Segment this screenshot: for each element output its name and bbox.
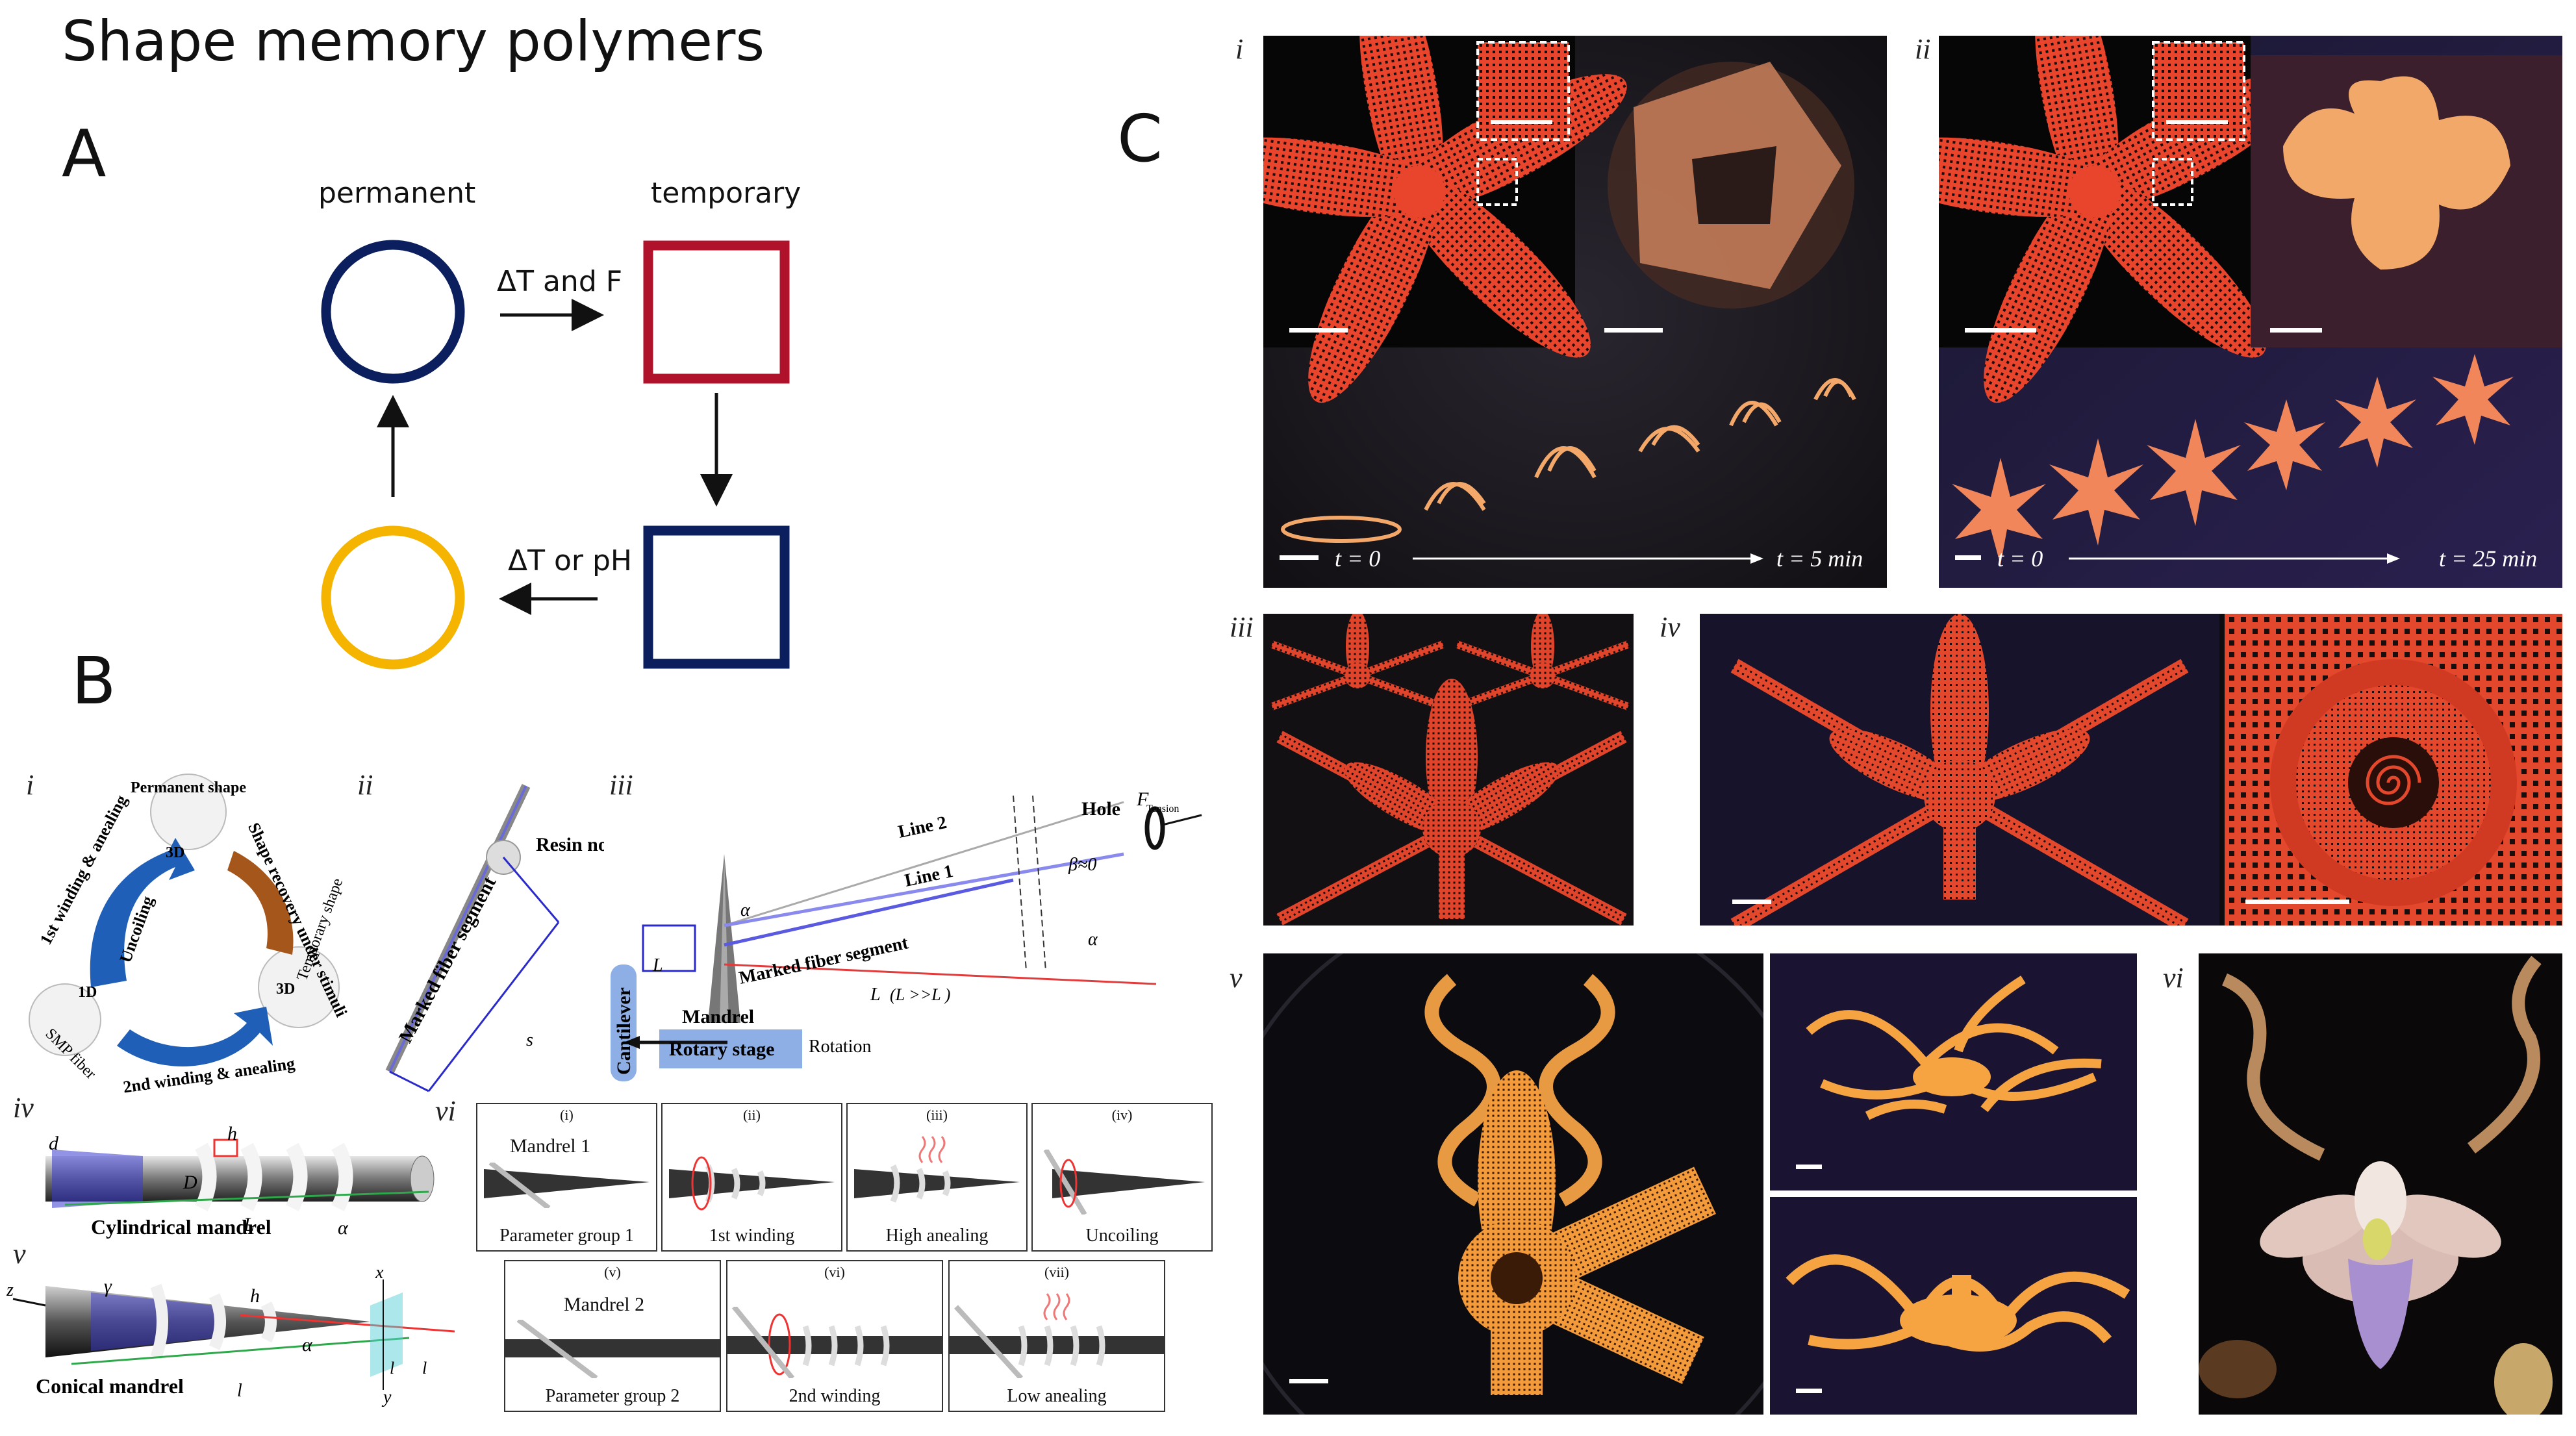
recovered-circle xyxy=(321,525,465,670)
svg-text:(L >>L ): (L >>L ) xyxy=(890,985,950,1004)
svg-text:α: α xyxy=(302,1334,313,1355)
panel-label-c: C xyxy=(1117,101,1163,177)
svg-text:β≈0: β≈0 xyxy=(1068,855,1096,875)
b-roman-iii: iii xyxy=(609,769,633,801)
permanent-circle xyxy=(321,240,465,384)
marked-fiber-diagram: Resin node Marked fiber segment s xyxy=(385,783,604,1092)
winding-cycle-diagram: Permanent shape 3D 3D 1D SMP fiber 1st w… xyxy=(29,774,351,1096)
svg-text:z: z xyxy=(6,1280,14,1300)
svg-text:Marked fiber segment: Marked fiber segment xyxy=(395,873,501,1046)
photo-c-v-bottom xyxy=(1770,1197,2137,1415)
figure-title: Shape memory polymers xyxy=(62,9,765,74)
svg-text:Tension: Tension xyxy=(1146,803,1179,814)
step-box-6: (vi) 2nd winding xyxy=(726,1260,943,1412)
step-box-5: (v) Mandrel 2 Parameter group 2 xyxy=(504,1260,721,1412)
temporary-square xyxy=(643,240,790,384)
panel-label-b: B xyxy=(71,643,116,719)
cylindrical-mandrel-diagram: d h D L α Cylindrical mandrel xyxy=(45,1124,435,1239)
svg-text:l: l xyxy=(390,1359,394,1378)
step-box-7: (vii) Low anealing xyxy=(948,1260,1165,1412)
svg-text:L: L xyxy=(870,985,881,1005)
c-roman-v: v xyxy=(1230,962,1243,994)
rotary-winding-setup: Line 2 Line 1 Hole F Tension β≈0 α α Mar… xyxy=(611,788,1202,1081)
svg-text:x: x xyxy=(375,1266,384,1283)
b-roman-vi: vi xyxy=(435,1095,456,1127)
c-roman-ii: ii xyxy=(1915,33,1931,65)
step-box-2: (ii) 1st winding xyxy=(661,1103,842,1252)
svg-text:Line 2: Line 2 xyxy=(896,812,948,842)
svg-text:l: l xyxy=(237,1381,242,1401)
photo-c-iii xyxy=(1263,614,1634,926)
photo-c-ii: t = 0 t = 25 min xyxy=(1939,36,2562,588)
svg-text:t = 25 min: t = 25 min xyxy=(2439,546,2537,572)
svg-text:α: α xyxy=(740,900,751,920)
svg-text:s: s xyxy=(526,1030,533,1050)
step-box-3: (iii) High anealing xyxy=(846,1103,1028,1252)
shape-memory-cycle-diagram xyxy=(321,240,790,670)
svg-text:l: l xyxy=(422,1359,427,1378)
b-roman-iv: iv xyxy=(13,1092,34,1124)
c-roman-iii: iii xyxy=(1230,611,1254,643)
b-roman-i: i xyxy=(26,769,34,801)
svg-text:L: L xyxy=(243,1214,255,1235)
svg-text:Mandrel: Mandrel xyxy=(682,1006,754,1027)
svg-text:Conical mandrel: Conical mandrel xyxy=(36,1374,184,1398)
label-temporary: temporary xyxy=(651,177,802,210)
c-roman-i: i xyxy=(1235,33,1244,65)
svg-text:γ: γ xyxy=(104,1276,112,1297)
svg-text:Hole: Hole xyxy=(1081,798,1120,820)
svg-text:t = 0: t = 0 xyxy=(1997,546,2043,572)
svg-text:3D: 3D xyxy=(276,981,295,998)
svg-text:Cylindrical mandrel: Cylindrical mandrel xyxy=(91,1215,271,1239)
svg-text:y: y xyxy=(381,1387,392,1407)
photo-c-vi-orchid xyxy=(2199,953,2562,1415)
photo-c-i: t = 0 t = 5 min xyxy=(1263,36,1887,588)
conical-mandrel-diagram: γ h α x y z l l l Conical mandrel xyxy=(6,1266,455,1407)
photo-c-v-main xyxy=(1263,953,1763,1415)
svg-text:Rotary stage: Rotary stage xyxy=(669,1039,774,1060)
svg-text:D: D xyxy=(183,1172,197,1193)
c-roman-vi: vi xyxy=(2163,962,2184,994)
b-roman-v: v xyxy=(13,1238,26,1270)
svg-text:t = 0: t = 0 xyxy=(1335,546,1380,572)
svg-text:d: d xyxy=(49,1133,59,1154)
step-box-1: (i) Mandrel 1 Parameter group 1 xyxy=(476,1103,657,1252)
photo-c-v-top xyxy=(1770,953,2137,1190)
svg-text:F: F xyxy=(1136,788,1149,810)
step-box-4: (iv) Uncoiling xyxy=(1031,1103,1213,1252)
arrow-label-bottom: ΔT or pH xyxy=(508,544,632,577)
label-permanent: permanent xyxy=(318,177,476,210)
photo-c-iv xyxy=(1700,614,2562,926)
svg-text:L: L xyxy=(652,955,663,976)
panel-label-a: A xyxy=(62,116,107,192)
svg-text:Permanent shape: Permanent shape xyxy=(131,779,246,796)
svg-text:Rotation: Rotation xyxy=(809,1037,871,1057)
svg-text:Cantilever: Cantilever xyxy=(613,987,635,1075)
svg-text:Marked fiber segment: Marked fiber segment xyxy=(737,933,911,989)
svg-text:t = 5 min: t = 5 min xyxy=(1776,546,1863,572)
svg-text:h: h xyxy=(250,1285,260,1307)
arrow-label-top: ΔT and F xyxy=(497,265,623,298)
svg-text:1D: 1D xyxy=(78,984,97,1001)
c-roman-iv: iv xyxy=(1660,611,1680,643)
svg-text:3D: 3D xyxy=(166,844,184,861)
svg-text:h: h xyxy=(227,1124,237,1144)
svg-text:Resin node: Resin node xyxy=(536,834,604,855)
recovered-square xyxy=(643,525,790,669)
svg-text:α: α xyxy=(1088,929,1098,950)
svg-text:α: α xyxy=(338,1217,349,1239)
b-roman-ii: ii xyxy=(357,769,373,801)
